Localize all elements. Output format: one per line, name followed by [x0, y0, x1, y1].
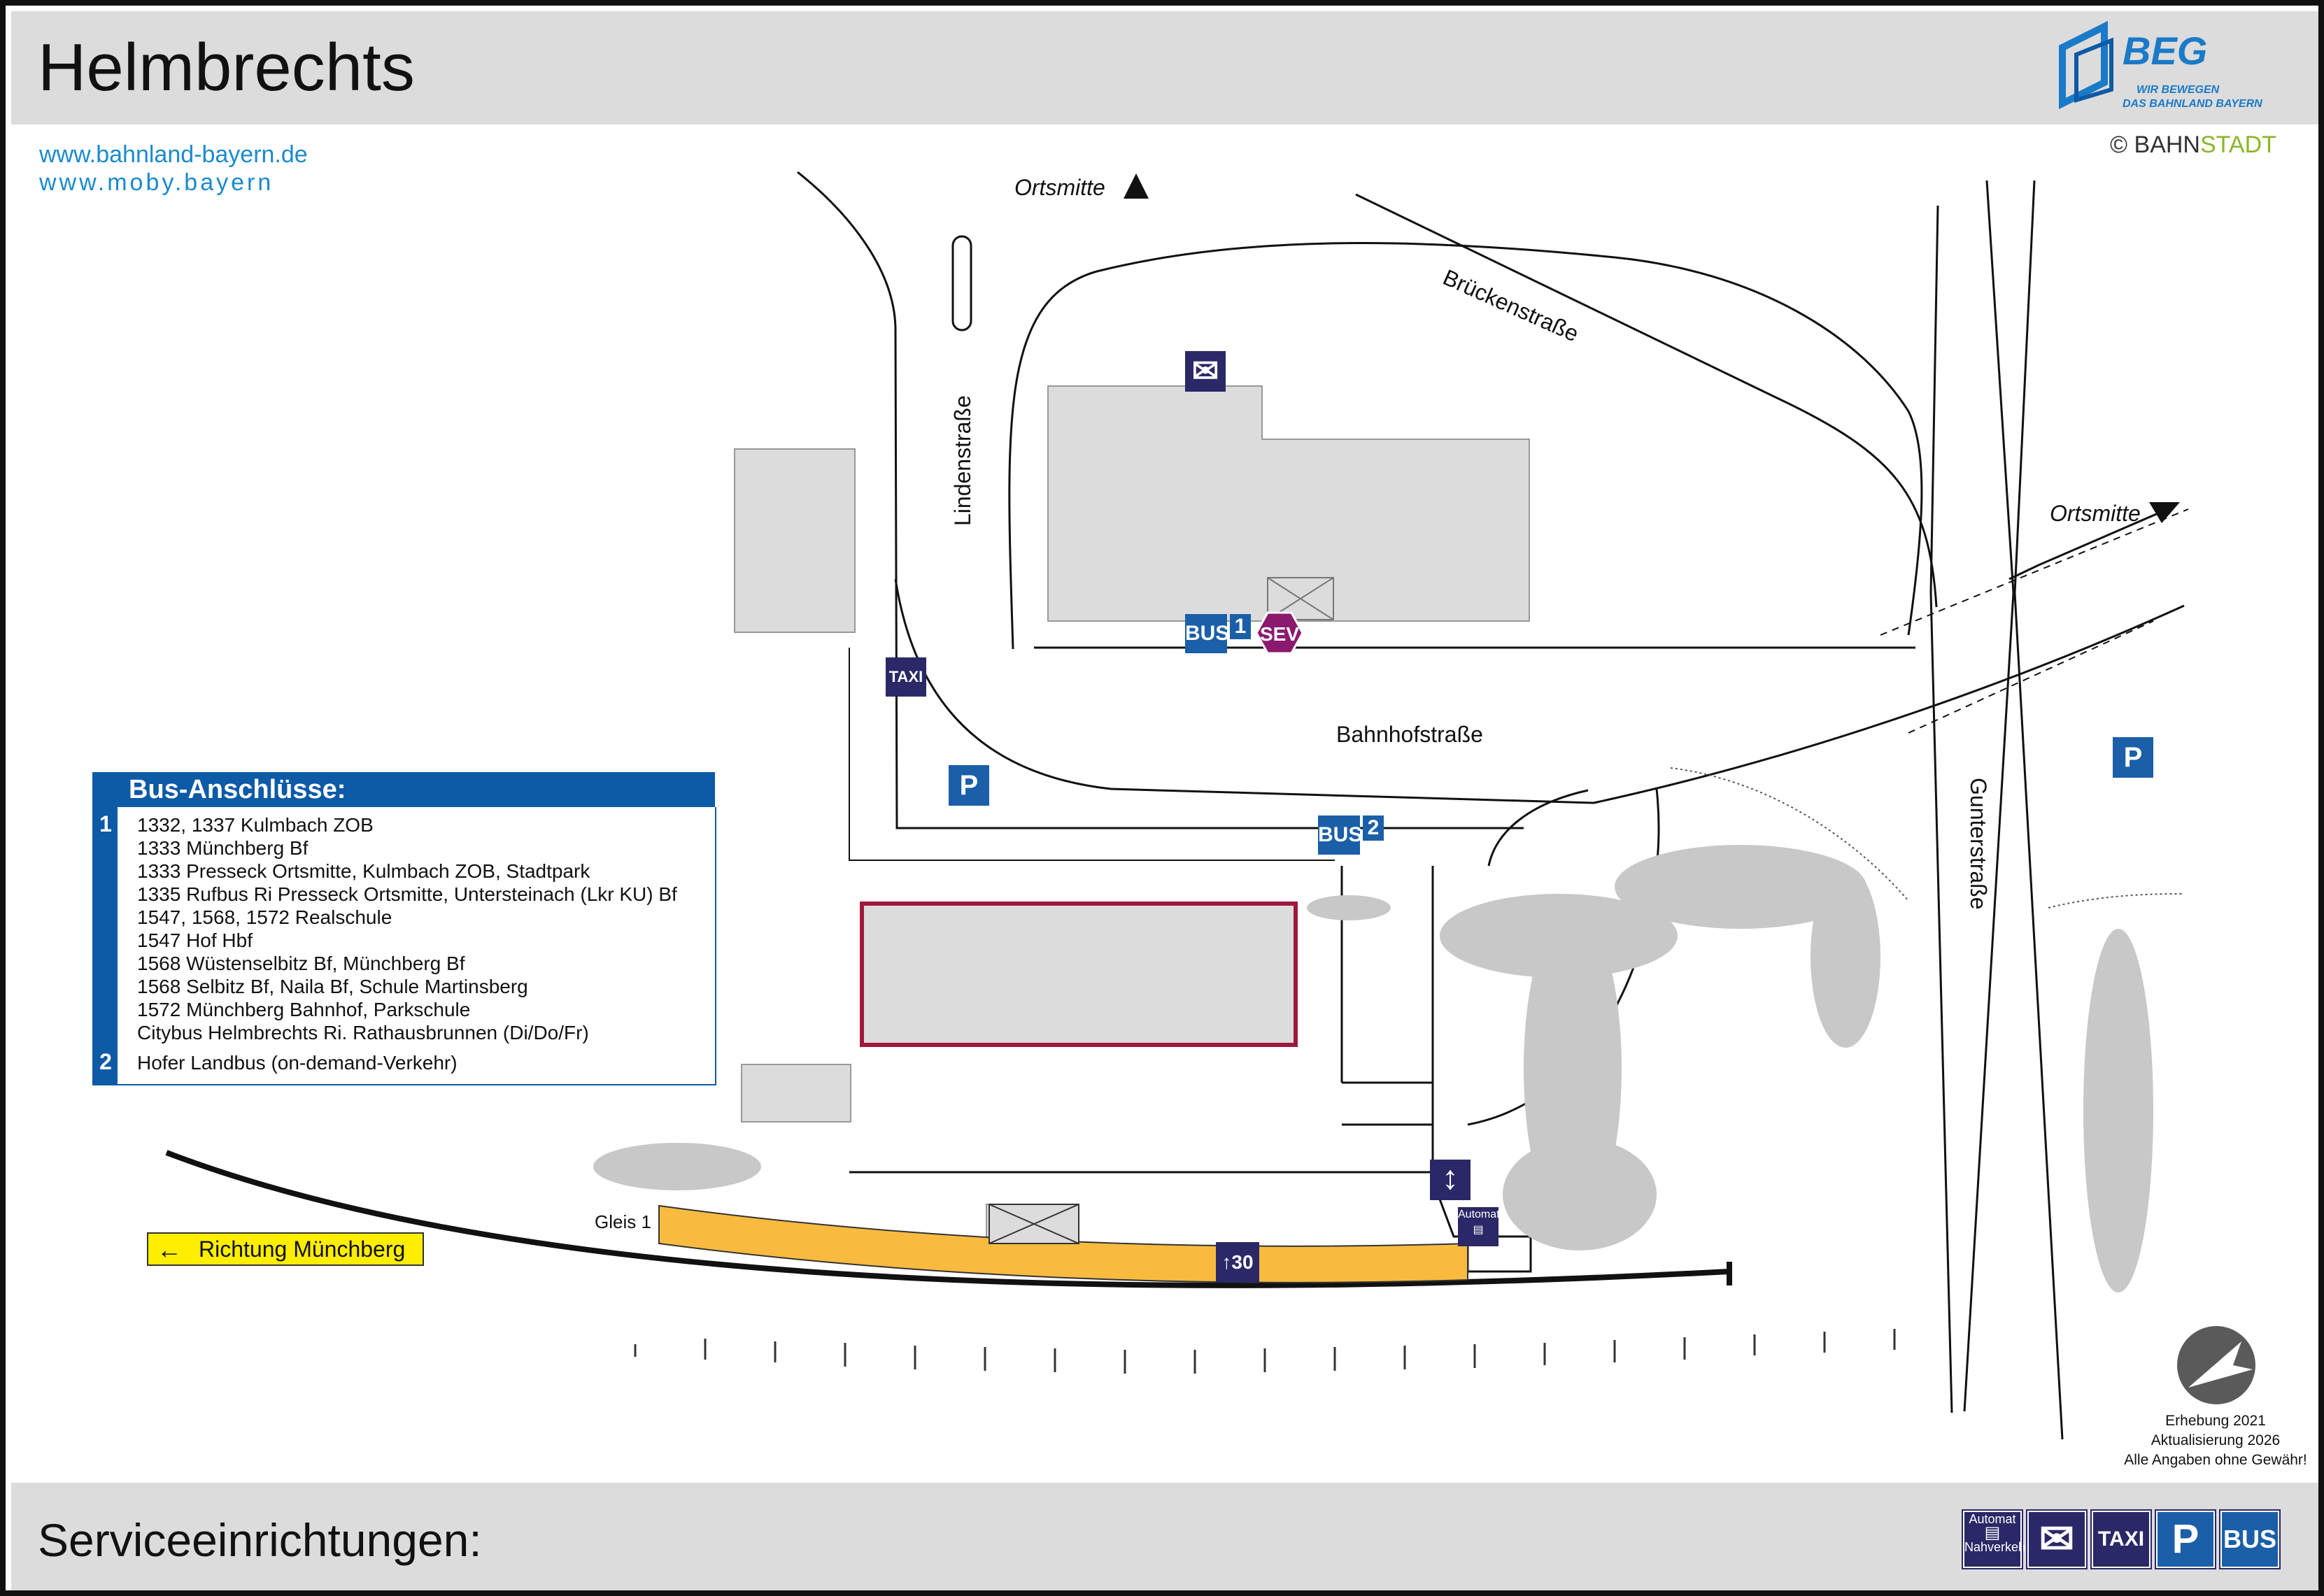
copyright-stadt: STADT [2199, 131, 2276, 158]
ticket-machine-icon: Automat▤ [1458, 1207, 1500, 1246]
bus-line: 1547, 1568, 1572 Realschule [137, 906, 392, 928]
label-gunterstrasse: Gunterstraße [1966, 778, 1991, 910]
post-icon: ✉ [1185, 351, 1226, 392]
side-road [1487, 789, 1589, 867]
bus-line: 1568 Wüstenselbitz Bf, Münchberg Bf [137, 953, 465, 974]
survey-year: Erhebung 2021 [2165, 1413, 2266, 1429]
logo-text: BEG [2123, 29, 2208, 73]
sev-icon: SEV [1255, 611, 1304, 655]
bus-line: Hofer Landbus (on-demand-Verkehr) [137, 1052, 458, 1074]
bus-line: 1335 Rufbus Ri Presseck Ortsmitte, Unter… [137, 883, 677, 905]
link-bahnland-bayern[interactable]: www.bahnland-bayern.de [39, 141, 308, 168]
service-parking-icon: P [2155, 1509, 2216, 1569]
bus-connections-heading: Bus-Anschlüsse: [92, 772, 715, 807]
lindenstrasse-road [797, 171, 1524, 829]
curve-road [1467, 788, 1660, 1126]
highlighted-building [860, 902, 1298, 1047]
parking-right-icon: P [2113, 737, 2153, 778]
label-ortsmitte-right: Ortsmitte [2050, 501, 2141, 526]
bus-group-2-number: 2 [99, 1049, 112, 1074]
copyright-bahnstadt: © BAHNSTADT [2110, 131, 2276, 159]
bahnhofstrasse-road [894, 578, 2185, 804]
ticket-glyph: ▤ [1984, 1523, 2001, 1542]
bus-line: Citybus Helmbrechts Ri. Rathausbrunnen (… [137, 1022, 589, 1043]
copyright-bahn: BAHN [2134, 131, 2200, 158]
ticket-machine-label: Automat [1458, 1209, 1500, 1220]
fence-marks [849, 648, 1335, 861]
bus-stop-1-icon: BUS [1185, 614, 1230, 653]
disclaimer: Alle Angaben ohne Gewähr! [2124, 1452, 2307, 1468]
bus-line: 1333 Presseck Ortsmitte, Kulmbach ZOB, S… [137, 860, 590, 882]
bus-line: 1568 Selbitz Bf, Naila Bf, Schule Martin… [137, 976, 528, 997]
bus-connections-panel: Bus-Anschlüsse: 1 2 1332, 1337 Kulmbach … [92, 772, 716, 1087]
buildings [734, 385, 1530, 1246]
header: Helmbrechts [11, 11, 2318, 124]
platform-height-icon: ↑30 [1216, 1242, 1259, 1283]
bus-line: 1572 Münchberg Bahnhof, Parkschule [137, 999, 471, 1020]
bus-stop-1-label: BUS [1185, 622, 1230, 645]
service-automat-icon: Automat ▤ Nahverkehr [1962, 1509, 2030, 1569]
bus-stop-1-number: 1 [1230, 614, 1251, 639]
service-bus-icon: BUS [2219, 1509, 2281, 1569]
left-arrow-icon: ← [157, 1235, 182, 1264]
inner-loop-road [1008, 242, 1923, 650]
platform-height-value: 30 [1231, 1251, 1254, 1273]
automat-top-label: Automat [1969, 1512, 2016, 1526]
railway-track [165, 1150, 1730, 1288]
logo-subtitle-1: WIR BEWEGEN [2137, 84, 2220, 96]
parking-icon: P [949, 765, 989, 806]
logo-subtitle-2: DAS BAHNLAND BAYERN [2123, 98, 2262, 110]
sev-label: SEV [1260, 623, 1299, 645]
bus-stop-2-number: 2 [1363, 815, 1384, 841]
service-post-icon: ✉ [2026, 1509, 2088, 1569]
ortsmitte-top-arrow [1124, 173, 1149, 199]
gunterstrasse-left [1929, 205, 1953, 1413]
direction-sign: ← Richtung Münchberg [147, 1232, 424, 1266]
label-bahnhofstrasse: Bahnhofstraße [1336, 722, 1483, 747]
bus-line: 1547 Hof Hbf [137, 929, 253, 951]
survey-notice: Erhebung 2021 Aktualisierung 2026 Alle A… [2114, 1411, 2317, 1470]
service-taxi-icon: TAXI [2090, 1509, 2152, 1569]
bus-connections-title: Bus-Anschlüsse: [129, 775, 346, 804]
beg-logo-mark [2059, 20, 2113, 110]
railway-ties [634, 1329, 1896, 1374]
bus-stop-number-column: 1 2 [94, 807, 118, 1085]
traffic-island [951, 235, 972, 332]
bus-line: 1333 Münchberg Bf [137, 837, 309, 859]
bus-group-1-number: 1 [99, 811, 112, 836]
footer: Serviceeinrichtungen: [11, 1483, 2318, 1590]
bus-connections-list: 1 2 1332, 1337 Kulmbach ZOB 1333 Münchbe… [92, 807, 716, 1085]
ortsmitte-right-arrow [2149, 502, 2180, 523]
label-gleis-1: Gleis 1 [595, 1211, 651, 1232]
update-year: Aktualisierung 2026 [2151, 1432, 2281, 1448]
label-lindenstrasse: Lindenstraße [950, 395, 975, 526]
direction-label: Richtung Münchberg [199, 1237, 406, 1262]
tree-clusters [593, 845, 2153, 1292]
beg-logo: BEG WIR BEWEGEN DAS BAHNLAND BAYERN [2055, 14, 2293, 119]
automat-bottom-label: Nahverkehr [1964, 1540, 2030, 1554]
bus-line: 1332, 1337 Kulmbach ZOB [137, 814, 374, 836]
link-moby-bayern[interactable]: www.moby.bayern [39, 169, 274, 196]
bus-stop-2-icon: BUS [1318, 815, 1362, 855]
taxi-stand-icon: TAXI [886, 657, 926, 697]
ortsmitte-right-road [2008, 509, 2165, 580]
platform-shelter [989, 1204, 1079, 1244]
compass-icon [2177, 1326, 2255, 1404]
service-facilities-label: Serviceeinrichtungen: [38, 1514, 482, 1566]
copyright-symbol: © [2110, 131, 2128, 158]
dashed-paths [1880, 508, 2189, 734]
page-title: Helmbrechts [38, 30, 415, 105]
road-network [797, 171, 2185, 1440]
label-ortsmitte-top: Ortsmitte [1014, 175, 1105, 200]
lift-arrows-icon: ↕ [1430, 1160, 1471, 1200]
dotted-paths [1670, 767, 2185, 909]
gunterstrasse-right-b [2013, 180, 2064, 1440]
gunterstrasse-right-a [1963, 180, 2015, 1412]
station-map [165, 171, 2255, 1440]
